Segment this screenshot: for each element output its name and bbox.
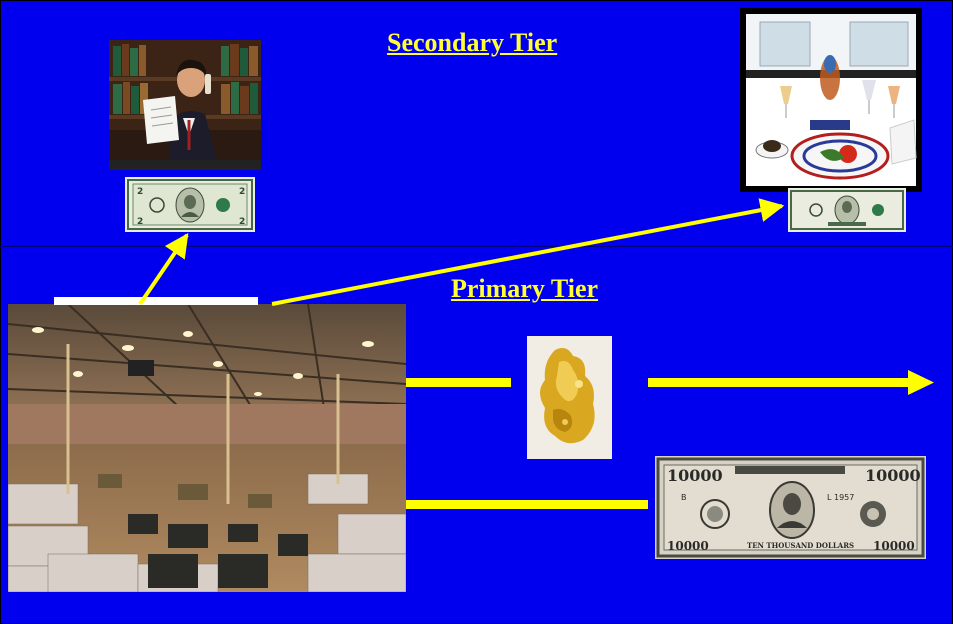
svg-text:10000: 10000 [873,539,915,553]
svg-text:L 1957: L 1957 [827,493,854,502]
svg-text:2: 2 [239,217,245,227]
dining-table-photo [740,8,922,192]
svg-text:2: 2 [137,187,143,197]
two-dollar-bill-right [788,188,906,232]
svg-text:10000: 10000 [667,539,709,553]
warehouse-label-bar [54,297,258,305]
svg-text:2: 2 [137,217,143,227]
svg-text:10000: 10000 [865,466,921,485]
line-to-ten-thousand [406,500,648,509]
wine-glass-icon [780,80,900,118]
arrow-to-secondary-left [138,233,189,306]
secondary-tier-title: Secondary Tier [387,28,558,57]
arrow-to-secondary-right [271,198,785,306]
ten-thousand-dollar-bill: 10000 10000 10000 10000 TEN THOUSAND DOL… [655,456,926,559]
ceiling-light-icon [32,327,374,396]
svg-text:10000: 10000 [667,466,723,485]
svg-text:TEN THOUSAND DOLLARS: TEN THOUSAND DOLLARS [747,541,854,550]
svg-text:B: B [681,493,687,502]
two-dollar-bill-left: 2 2 2 2 [125,177,255,232]
warehouse-photo [8,304,406,592]
svg-text:2: 2 [239,187,245,197]
arrow-head-right-icon [908,370,934,395]
arrow-shaft-right [648,378,912,387]
primary-tier-title: Primary Tier [451,274,599,303]
tier-divider [0,246,953,247]
line-to-gold [406,378,511,387]
businessman-photo [109,40,261,170]
gold-nugget-photo [527,336,612,459]
